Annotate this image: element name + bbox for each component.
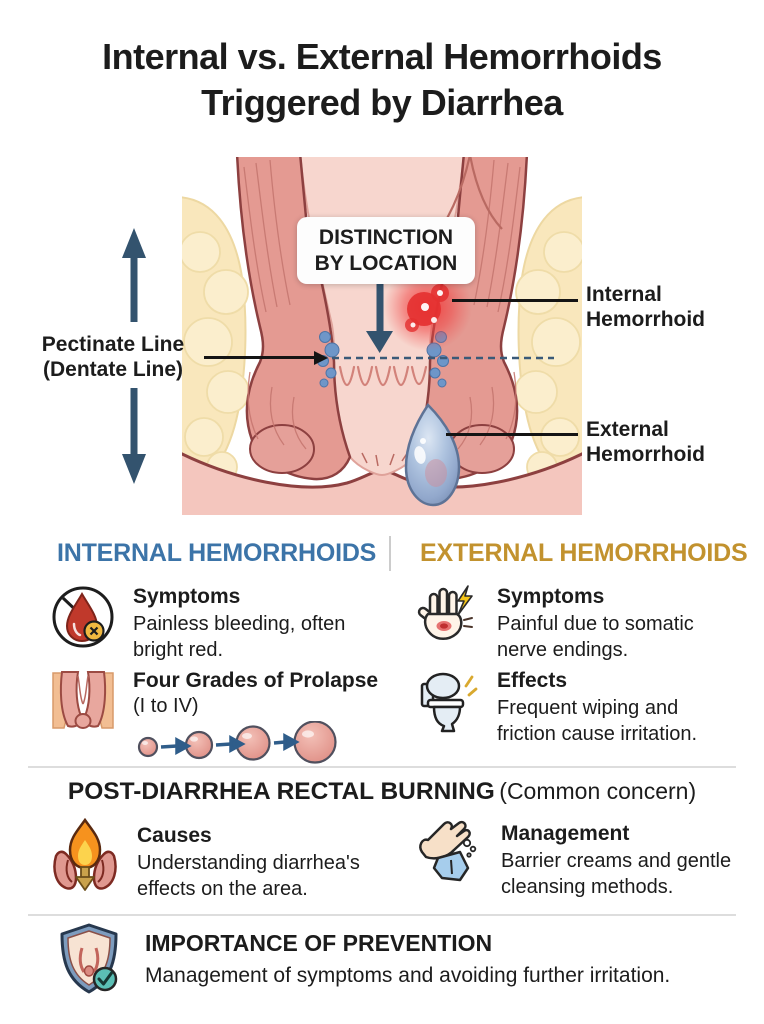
down-arrow-icon	[122, 388, 146, 484]
prevention-section: IMPORTANCE OF PREVENTION Management of s…	[52, 922, 670, 1000]
distinction-by-location-box: DISTINCTION BY LOCATION	[297, 217, 475, 285]
item-text: Painless bleeding, often bright red.	[133, 613, 346, 661]
prevention-title: IMPORTANCE OF PREVENTION	[145, 930, 493, 956]
painful-hand-icon	[417, 585, 473, 640]
pectinate-line-label: Pectinate Line (Dentate Line)	[41, 333, 185, 381]
shield-check-icon	[60, 923, 118, 994]
burning-icon	[53, 818, 117, 891]
list-item-causes: Causes Understanding diarrhea's effects …	[50, 818, 360, 902]
external-hemorrhoid-label: External Hemorrhoid	[586, 418, 706, 467]
horizontal-divider	[28, 914, 736, 916]
page-title: Internal vs. External Hemorrhoids Trigge…	[102, 36, 662, 123]
list-item-external-effects: Effects Frequent wiping and friction cau…	[414, 668, 697, 747]
item-title: Four Grades of Prolapse	[133, 669, 379, 692]
external-hemorrhoids-header: EXTERNAL HEMORRHOIDS	[420, 539, 748, 567]
prolapse-icon	[52, 671, 114, 729]
prevention-text: Management of symptoms and avoiding furt…	[145, 963, 671, 987]
horizontal-divider	[28, 766, 736, 768]
internal-hemorrhoids-header: INTERNAL HEMORRHOIDS	[57, 539, 377, 567]
post-diarrhea-heading: POST-DIARRHEA RECTAL BURNING (Common con…	[0, 778, 764, 806]
item-subtitle: (I to IV)	[133, 695, 199, 718]
list-item-internal-prolapse: Four Grades of Prolapse (I to IV)	[50, 668, 378, 769]
hygiene-icon	[419, 820, 477, 882]
anatomy-diagram: Pectinate Line (Dentate Line) DISTINCTIO…	[0, 157, 764, 517]
item-text: Understanding diarrhea's effects on the …	[137, 852, 360, 900]
item-title: Symptoms	[133, 585, 241, 608]
item-title: Effects	[497, 669, 568, 692]
internal-hemorrhoid-label: Internal Hemorrhoid	[586, 283, 706, 332]
toilet-icon	[420, 672, 478, 733]
column-divider	[389, 536, 391, 571]
item-text: Painful due to somatic nerve endings.	[497, 613, 694, 661]
internal-hemorrhoid-connector-line	[452, 299, 578, 302]
anal-canal-illustration	[182, 157, 582, 515]
post-diarrhea-heading-bold: POST-DIARRHEA RECTAL BURNING	[67, 778, 495, 805]
item-title: Symptoms	[497, 585, 605, 608]
list-item-external-symptoms: Symptoms Painful due to somatic nerve en…	[414, 584, 694, 663]
up-arrow-icon	[122, 228, 146, 322]
prolapse-grades-graphic	[137, 720, 337, 764]
item-title: Management	[501, 822, 630, 845]
list-item-internal-symptoms: Symptoms Painless bleeding, often bright…	[50, 584, 345, 663]
item-text: Barrier creams and gentle cleansing meth…	[501, 850, 732, 898]
pectinate-connector-line	[204, 356, 316, 359]
no-bleeding-icon	[52, 586, 114, 648]
item-title: Causes	[137, 824, 212, 847]
list-item-management: Management Barrier creams and gentle cle…	[414, 816, 731, 900]
item-text: Frequent wiping and friction cause irrit…	[497, 697, 698, 745]
external-hemorrhoid-connector-line	[446, 433, 578, 436]
post-diarrhea-heading-note: (Common concern)	[499, 778, 697, 804]
pectinate-connector-arrowhead-icon	[314, 350, 328, 365]
